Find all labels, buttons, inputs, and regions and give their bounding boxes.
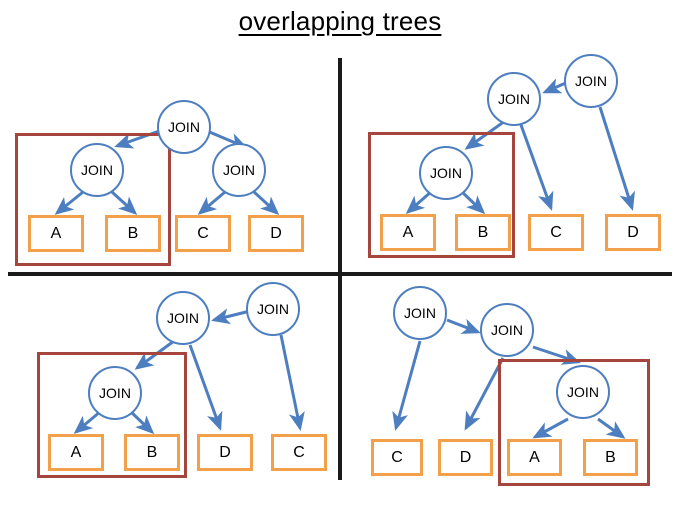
leaf-box-bl-c[interactable]: C bbox=[271, 434, 327, 471]
leaf-box-tr-a[interactable]: A bbox=[380, 214, 436, 251]
leaf-label: A bbox=[50, 224, 62, 242]
edge-bl-join2-to-d bbox=[188, 344, 223, 431]
join-label: JOIN bbox=[498, 91, 530, 107]
join-label: JOIN bbox=[430, 165, 462, 181]
leaf-label: A bbox=[402, 223, 414, 241]
leaf-box-br-d[interactable]: D bbox=[438, 439, 493, 476]
edge-tl-joinL-to-a bbox=[54, 190, 84, 215]
leaf-label: C bbox=[550, 223, 562, 241]
page-title-text: overlapping trees bbox=[238, 6, 442, 36]
leaf-label: D bbox=[270, 224, 282, 242]
join-label: JOIN bbox=[223, 162, 255, 178]
leaf-box-bl-d[interactable]: D bbox=[197, 434, 253, 471]
edge-tr-root-to-d bbox=[598, 106, 636, 211]
leaf-label: A bbox=[70, 443, 82, 461]
leaf-box-bl-a[interactable]: A bbox=[48, 434, 104, 471]
edge-tr-join3-to-b bbox=[459, 189, 486, 215]
leaf-label: A bbox=[529, 448, 540, 466]
join-label: JOIN bbox=[99, 385, 131, 401]
edge-bl-join3-to-a bbox=[73, 409, 102, 434]
leaf-label: B bbox=[477, 223, 489, 241]
leaf-box-br-a[interactable]: A bbox=[507, 439, 562, 476]
join-node-br-first[interactable]: JOIN bbox=[393, 286, 447, 340]
edge-tl-joinR-to-d bbox=[252, 190, 280, 216]
leaf-label: C bbox=[197, 224, 209, 242]
edge-bl-root-to-c bbox=[279, 334, 305, 431]
join-node-bl-root[interactable]: JOIN bbox=[246, 282, 300, 336]
leaf-box-tl-b[interactable]: B bbox=[105, 215, 161, 252]
leaf-box-tl-c[interactable]: C bbox=[175, 215, 231, 252]
join-node-br-second[interactable]: JOIN bbox=[480, 303, 534, 357]
edge-br-join3-to-b bbox=[597, 417, 626, 439]
edge-br-join1-to-join2 bbox=[446, 318, 481, 334]
group-box-bottom-left bbox=[37, 352, 187, 478]
edge-br-join1-to-c bbox=[392, 340, 422, 431]
leaf-box-tr-c[interactable]: C bbox=[528, 214, 584, 251]
edge-tl-joinL-to-b bbox=[110, 190, 138, 216]
edge-tr-join3-to-a bbox=[405, 189, 433, 214]
group-box-bottom-right bbox=[498, 359, 650, 486]
join-node-tr-inner[interactable]: JOIN bbox=[419, 146, 473, 200]
leaf-label: B bbox=[127, 224, 139, 242]
leaf-label: D bbox=[219, 443, 231, 461]
join-node-tr-root[interactable]: JOIN bbox=[564, 54, 618, 108]
edge-bl-root-to-join2 bbox=[211, 308, 251, 325]
join-node-bl-inner[interactable]: JOIN bbox=[88, 366, 142, 420]
leaf-box-tr-d[interactable]: D bbox=[605, 214, 661, 251]
leaf-box-tr-b[interactable]: B bbox=[455, 214, 511, 251]
edge-bl-join3-to-b bbox=[128, 409, 155, 435]
join-label: JOIN bbox=[491, 322, 523, 338]
edge-tl-joinR-to-c bbox=[197, 190, 226, 215]
leaf-label: B bbox=[146, 443, 158, 461]
leaf-label: B bbox=[605, 448, 616, 466]
join-label: JOIN bbox=[404, 305, 436, 321]
page-title: overlapping trees bbox=[0, 6, 680, 37]
leaf-box-br-c[interactable]: C bbox=[371, 439, 423, 476]
join-label: JOIN bbox=[567, 384, 599, 400]
leaf-box-bl-b[interactable]: B bbox=[124, 434, 180, 471]
leaf-label: D bbox=[459, 448, 472, 466]
leaf-box-tl-d[interactable]: D bbox=[248, 215, 304, 252]
join-node-tl-left[interactable]: JOIN bbox=[70, 143, 124, 197]
join-node-tl-root[interactable]: JOIN bbox=[157, 100, 211, 154]
join-node-br-inner[interactable]: JOIN bbox=[556, 365, 610, 419]
join-label: JOIN bbox=[168, 119, 200, 135]
join-label: JOIN bbox=[81, 162, 113, 178]
join-label: JOIN bbox=[167, 310, 199, 326]
join-label: JOIN bbox=[575, 73, 607, 89]
leaf-label: C bbox=[293, 443, 305, 461]
group-box-top-left bbox=[15, 133, 171, 266]
leaf-label: D bbox=[627, 223, 639, 241]
leaf-label: C bbox=[391, 448, 403, 466]
group-box-top-right bbox=[368, 132, 515, 258]
join-label: JOIN bbox=[257, 301, 289, 317]
leaf-box-tl-a[interactable]: A bbox=[28, 215, 84, 252]
leaf-box-br-b[interactable]: B bbox=[583, 439, 638, 476]
edge-br-join3-to-a bbox=[532, 417, 569, 439]
edge-br-join2-to-d bbox=[464, 357, 505, 431]
join-node-bl-mid[interactable]: JOIN bbox=[156, 291, 210, 345]
edge-tr-join2-to-c bbox=[519, 124, 554, 211]
divider-vertical bbox=[338, 58, 342, 480]
join-node-tl-right[interactable]: JOIN bbox=[212, 143, 266, 197]
join-node-tr-mid[interactable]: JOIN bbox=[487, 72, 541, 126]
